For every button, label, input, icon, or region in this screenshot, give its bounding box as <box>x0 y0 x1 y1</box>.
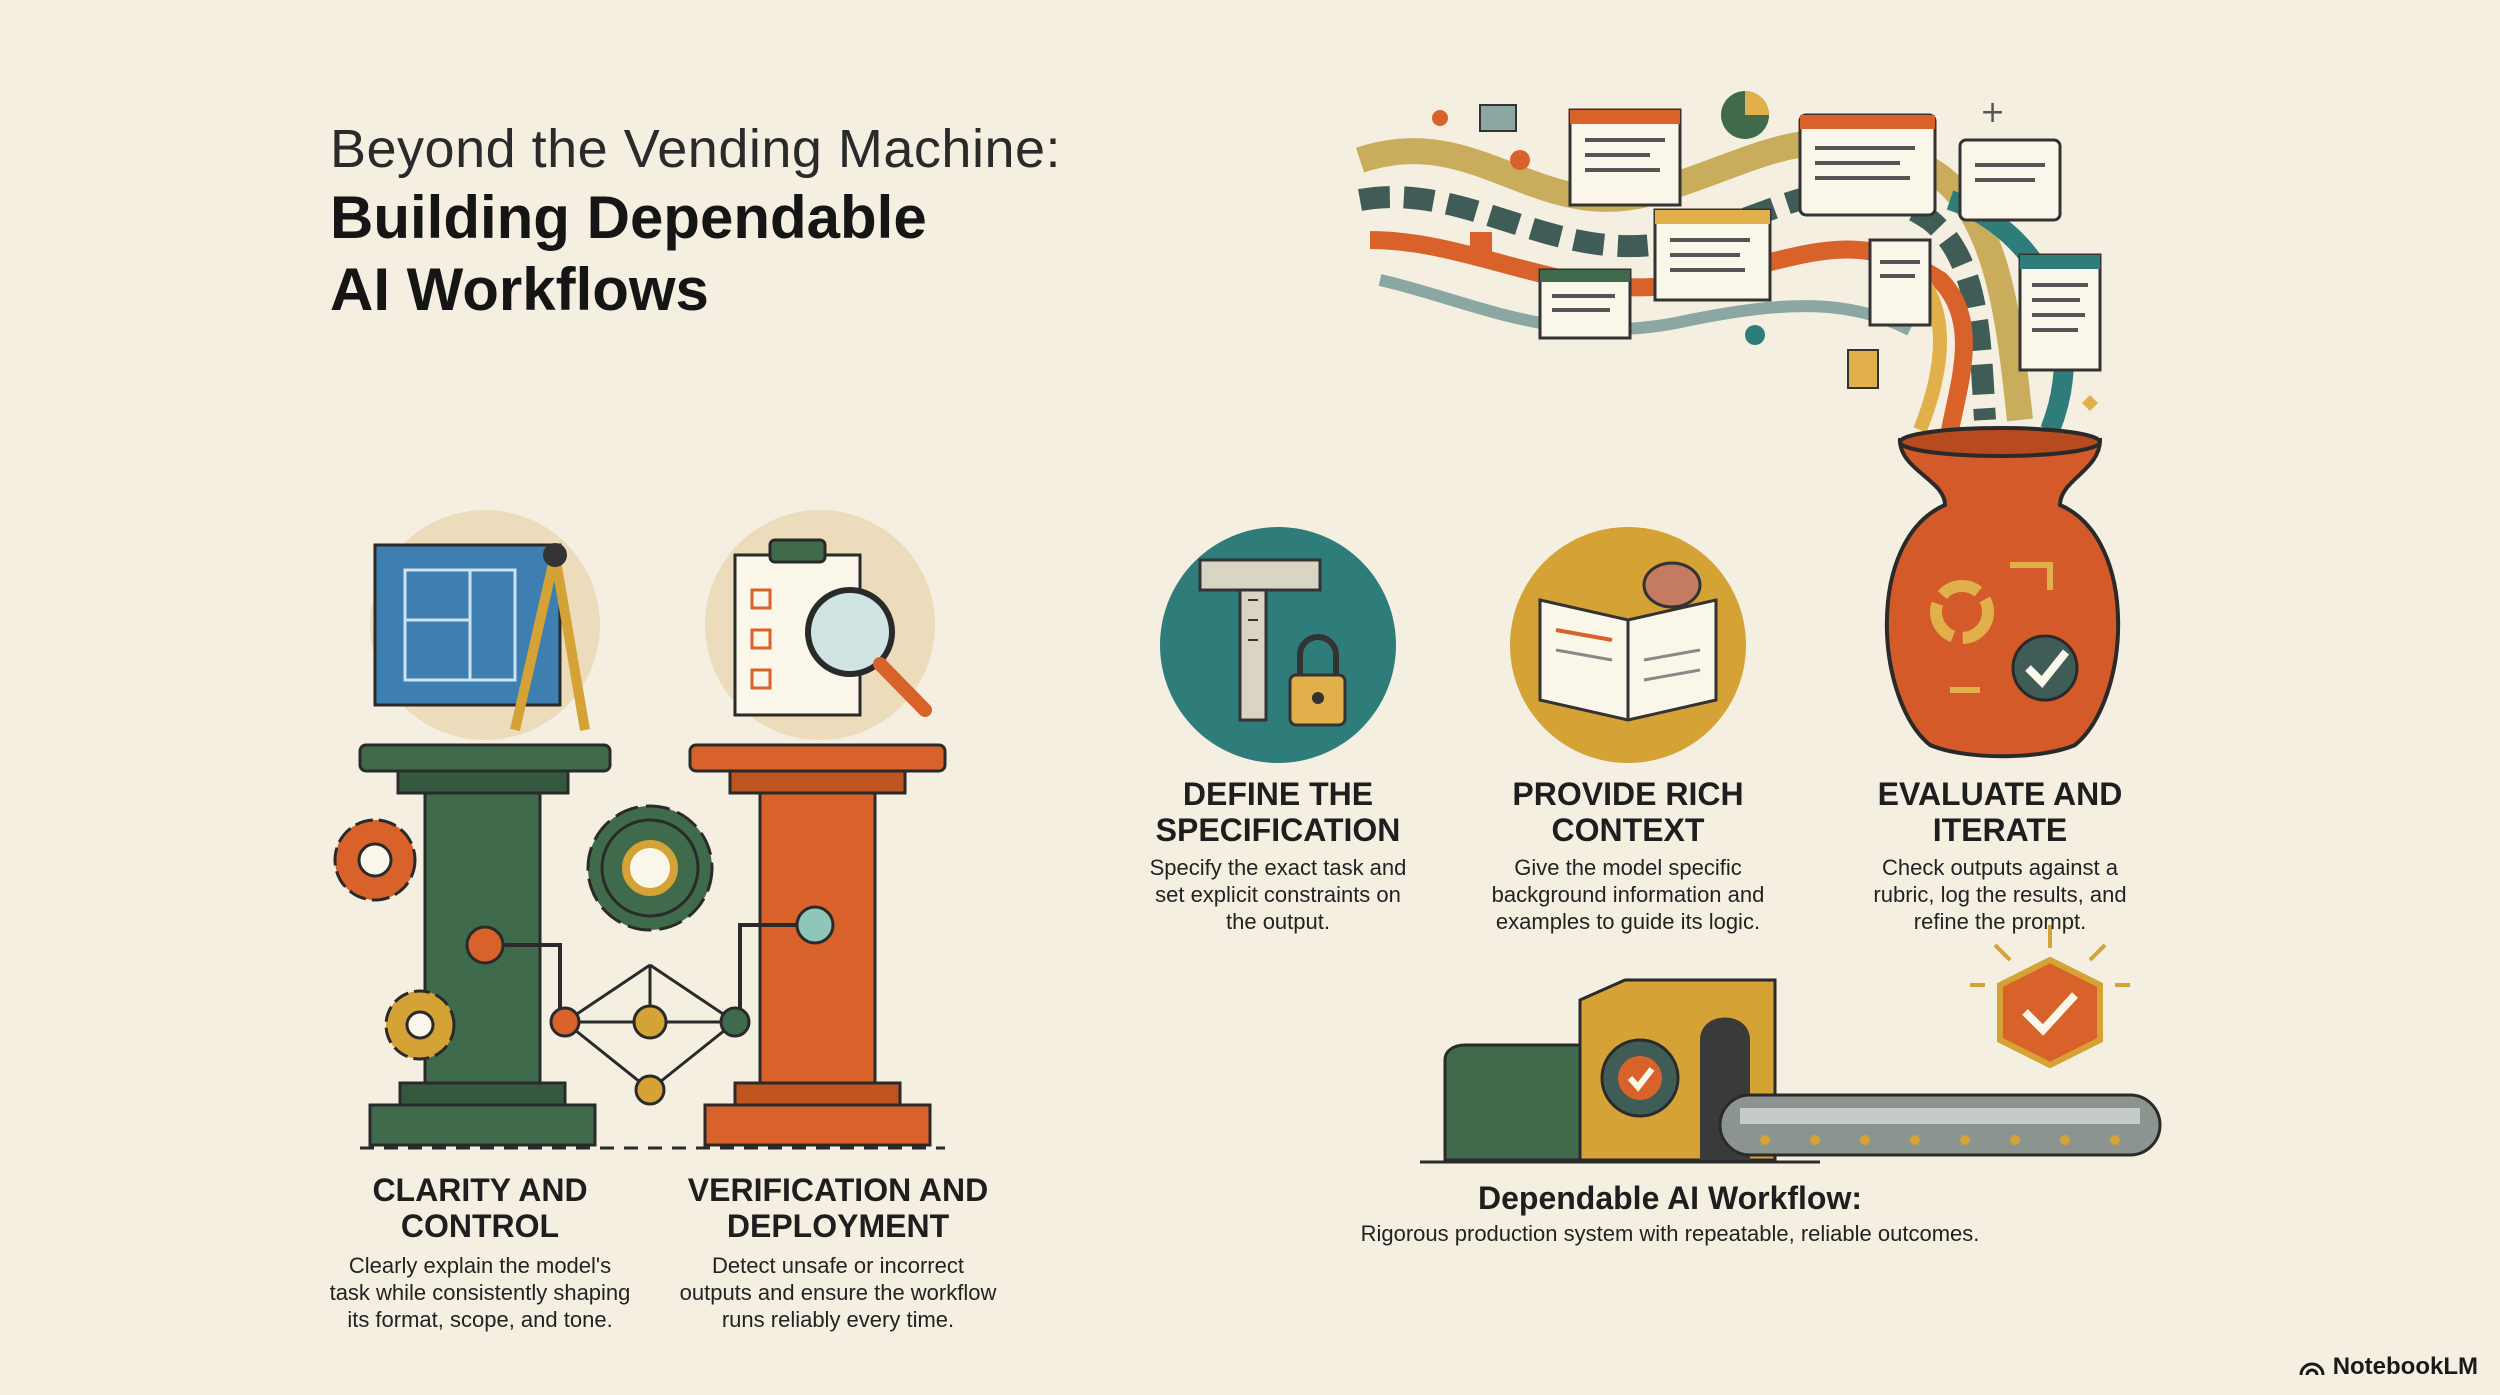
step-heading-line: PROVIDE RICH <box>1512 776 1744 812</box>
step-evaluate-heading: EVALUATE AND ITERATE <box>1840 776 2160 848</box>
conveyor-machine-illustration <box>1420 925 2162 1164</box>
pillar-desc-line: its format, scope, and tone. <box>347 1307 613 1332</box>
step-heading-line: ITERATE <box>1932 812 2068 848</box>
gear-icon <box>333 818 417 902</box>
pillar-heading-line: CONTROL <box>400 1208 560 1244</box>
step-heading-line: SPECIFICATION <box>1155 812 1401 848</box>
document-card <box>1538 268 1632 340</box>
pillar-verification-desc: Detect unsafe or incorrect outputs and e… <box>658 1252 1018 1333</box>
blueprint-icon <box>370 510 600 740</box>
context-book-icon <box>1510 527 1746 763</box>
step-context-heading: PROVIDE RICH CONTEXT <box>1468 776 1788 848</box>
workflow-desc: Rigorous production system with repeatab… <box>1360 1221 1980 1246</box>
brand-name: NotebookLM <box>2332 1353 2478 1380</box>
notebooklm-logo: NotebookLM <box>2299 1353 2478 1381</box>
pillar-heading-line: CLARITY AND <box>372 1172 588 1208</box>
pillar-desc-line: Clearly explain the model's <box>348 1253 612 1278</box>
pillar-heading-line: VERIFICATION AND <box>687 1172 989 1208</box>
gear-icon <box>586 804 714 932</box>
title-line-1: Beyond the Vending Machine: <box>330 119 1062 179</box>
pillar-heading-line: DEPLOYMENT <box>726 1208 950 1244</box>
title-line-2: Building Dependable <box>330 184 927 251</box>
vase-illustration <box>1884 426 2121 759</box>
pillar-desc-line: outputs and ensure the workflow <box>679 1280 997 1305</box>
step-desc-line: Give the model specific <box>1514 855 1742 880</box>
network-connector <box>465 905 835 1106</box>
speech-bubble-card <box>1958 138 2062 222</box>
speech-bubble-card <box>1798 113 1937 217</box>
step-desc-line: Specify the exact task and <box>1149 855 1407 880</box>
notebooklm-icon <box>2299 1362 2325 1376</box>
title-main: Building Dependable AI Workflows <box>330 182 1090 326</box>
document-card <box>1653 208 1772 302</box>
svg-text:+: + <box>1980 95 2005 130</box>
step-desc-line: rubric, log the results, and <box>1873 882 2127 907</box>
gear-icon <box>384 989 456 1061</box>
workflow-heading: Dependable AI Workflow: <box>1477 1180 1863 1216</box>
pillar-desc-line: Detect unsafe or incorrect <box>712 1253 964 1278</box>
title-line-3: AI Workflows <box>330 256 709 323</box>
step-define-heading: DEFINE THE SPECIFICATION <box>1118 776 1438 848</box>
pillar-clarity-desc: Clearly explain the model's task while c… <box>300 1252 660 1333</box>
document-card <box>1868 238 1932 327</box>
step-desc-line: background information and <box>1491 882 1765 907</box>
step-desc-line: Check outputs against a <box>1881 855 2119 880</box>
pillar-orange <box>688 743 947 1147</box>
document-card <box>2018 253 2102 372</box>
step-desc-line: set explicit constraints on <box>1155 882 1401 907</box>
step-heading-line: DEFINE THE <box>1182 776 1374 812</box>
pillar-clarity-heading: CLARITY AND CONTROL <box>320 1172 640 1244</box>
pillar-verification-heading: VERIFICATION AND DEPLOYMENT <box>668 1172 1008 1244</box>
document-stream-illustration: + <box>1355 91 2102 434</box>
step-context-desc: Give the model specific background infor… <box>1458 854 1798 935</box>
document-card <box>1568 108 1682 207</box>
pillar-desc-line: task while consistently shaping <box>329 1280 631 1305</box>
step-heading-line: CONTEXT <box>1551 812 1705 848</box>
step-heading-line: EVALUATE AND <box>1877 776 2123 812</box>
checklist-icon <box>705 510 935 740</box>
pillar-desc-line: runs reliably every time. <box>721 1307 955 1332</box>
step-define-desc: Specify the exact task and set explicit … <box>1108 854 1448 935</box>
spec-icon <box>1160 527 1396 763</box>
step-desc-line: refine the prompt. <box>1913 909 2087 934</box>
step-desc-line: examples to guide its logic. <box>1495 909 1761 934</box>
step-evaluate-desc: Check outputs against a rubric, log the … <box>1830 854 2170 935</box>
step-desc-line: the output. <box>1226 909 1330 934</box>
